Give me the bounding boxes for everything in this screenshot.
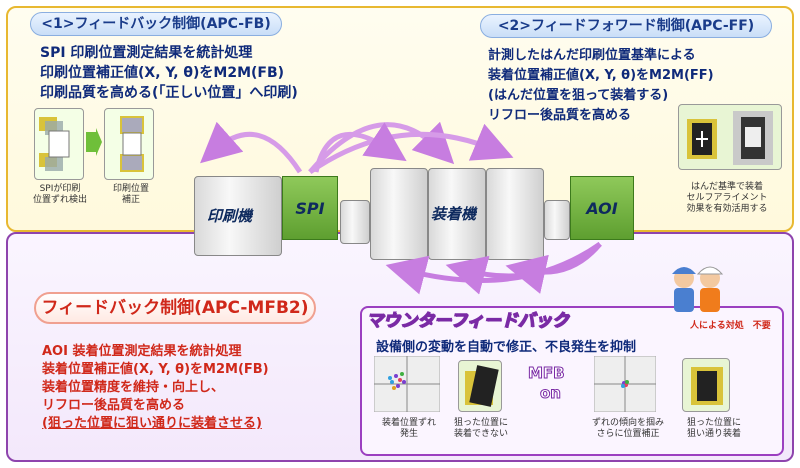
solder-reference-image <box>678 104 782 170</box>
mounter-feedback-subtitle: 設備側の変動を自動で修正、不良発生を抑制 <box>376 340 637 355</box>
printer-label: 印刷機 <box>207 207 253 225</box>
no-human-note: 人による対処 不要 <box>690 321 771 331</box>
mfb-label: MFB <box>528 364 566 383</box>
mfb-caption-2: 狙った位置に 装着できない <box>453 418 508 439</box>
right-arrow-icon <box>86 128 102 156</box>
misaligned-print-image <box>34 108 84 180</box>
apc-fb-line-2: 印刷位置補正値(X, Y, θ)をM2M(FB) <box>40 65 285 81</box>
apc-ff-line-2: 装着位置補正値(X, Y, θ)をM2M(FF) <box>488 68 714 83</box>
mfb-caption-1: 装着位置ずれ 発生 <box>381 418 436 439</box>
mfb2-line-5: (狙った位置に狙い通りに装着させる) <box>42 416 262 431</box>
fb-caption-left: SPIが印刷 位置ずれ検出 <box>32 184 87 205</box>
mounter-machine-2: 装着機 <box>428 168 486 260</box>
workers-icon <box>672 266 724 312</box>
mounter-machine-3 <box>486 168 544 260</box>
ff-caption: はんだ基準で装着 セルフアライメント 効果を有効活用する <box>686 182 768 214</box>
printer-machine: 印刷機 <box>194 176 282 256</box>
aoi-machine: AOI <box>570 176 634 240</box>
correct-component-image <box>682 358 730 412</box>
conveyor-2 <box>544 200 570 240</box>
apc-mfb2-title: フィードバック制御(APC-MFB2) <box>34 292 316 324</box>
fb-caption-right: 印刷位置 補正 <box>112 184 149 205</box>
mfb2-line-3: 装着位置精度を維持・向上し、 <box>42 380 225 395</box>
mfb2-line-4: リフロー後品質を高める <box>42 398 186 413</box>
scatter-before-image <box>374 356 440 412</box>
on-label: on <box>540 384 562 403</box>
mfb2-line-2: 装着位置補正値(X, Y, θ)をM2M(FB) <box>42 362 269 377</box>
apc-fb-title: <1>フィードバック制御(APC-FB) <box>30 12 282 36</box>
mfb-caption-3: ずれの傾向を掴み さらに位置補正 <box>591 418 664 439</box>
mounter-machine-1 <box>370 168 428 260</box>
mounter-label: 装着機 <box>431 205 477 223</box>
apc-fb-line-1: SPI 印刷位置測定結果を統計処理 <box>40 45 253 61</box>
scatter-after-image <box>594 356 656 412</box>
conveyor-1 <box>340 200 370 244</box>
apc-ff-line-1: 計測したはんだ印刷位置基準による <box>488 48 696 63</box>
misplaced-component-image <box>458 360 502 412</box>
apc-ff-title: <2>フィードフォワード制御(APC-FF) <box>480 14 772 38</box>
apc-fb-line-3: 印刷品質を高める(「正しい位置」へ印刷) <box>40 85 298 101</box>
spi-machine: SPI <box>282 176 338 240</box>
mfb-caption-4: 狙った位置に 狙い通り装着 <box>686 418 741 439</box>
apc-ff-line-3: (はんだ位置を狙って装着する) <box>488 88 669 103</box>
apc-ff-line-4: リフロー後品質を高める <box>488 108 632 123</box>
mounter-feedback-title: マウンターフィードバック <box>366 311 570 332</box>
corrected-print-image <box>104 108 154 180</box>
mfb2-line-1: AOI 装着位置測定結果を統計処理 <box>42 344 242 359</box>
